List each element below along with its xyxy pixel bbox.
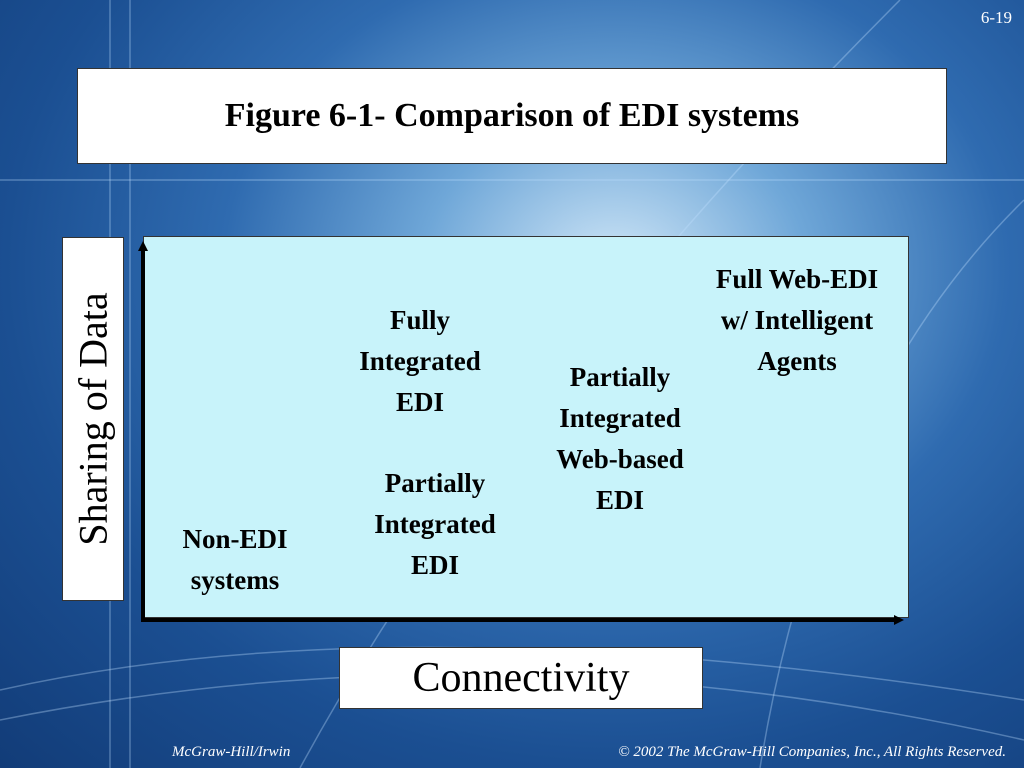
slide-number: 6-19 [980, 8, 1012, 27]
footer-copyright: © 2002 The McGraw-Hill Companies, Inc., … [618, 744, 1006, 760]
title-box: Figure 6-1- Comparison of EDI systems [77, 68, 947, 164]
footer-publisher: McGraw-Hill/Irwin [172, 744, 291, 760]
label-fully-integrated-edi: Fully Integrated EDI [359, 305, 481, 417]
slide-title: Figure 6-1- Comparison of EDI systems [224, 97, 800, 134]
x-axis-label: Connectivity [412, 655, 630, 701]
x-axis-label-box: Connectivity [339, 647, 703, 709]
y-axis-label: Sharing of Data [70, 292, 116, 546]
label-full-web-edi-agents: Full Web-EDI w/ Intelligent Agents [715, 264, 879, 376]
y-axis-label-box: Sharing of Data [62, 237, 124, 601]
label-partially-integrated-web-edi: Partially Integrated Web-based EDI [556, 362, 684, 515]
label-non-edi: Non-EDI systems [182, 524, 288, 595]
label-partially-integrated-edi: Partially Integrated EDI [374, 468, 496, 580]
